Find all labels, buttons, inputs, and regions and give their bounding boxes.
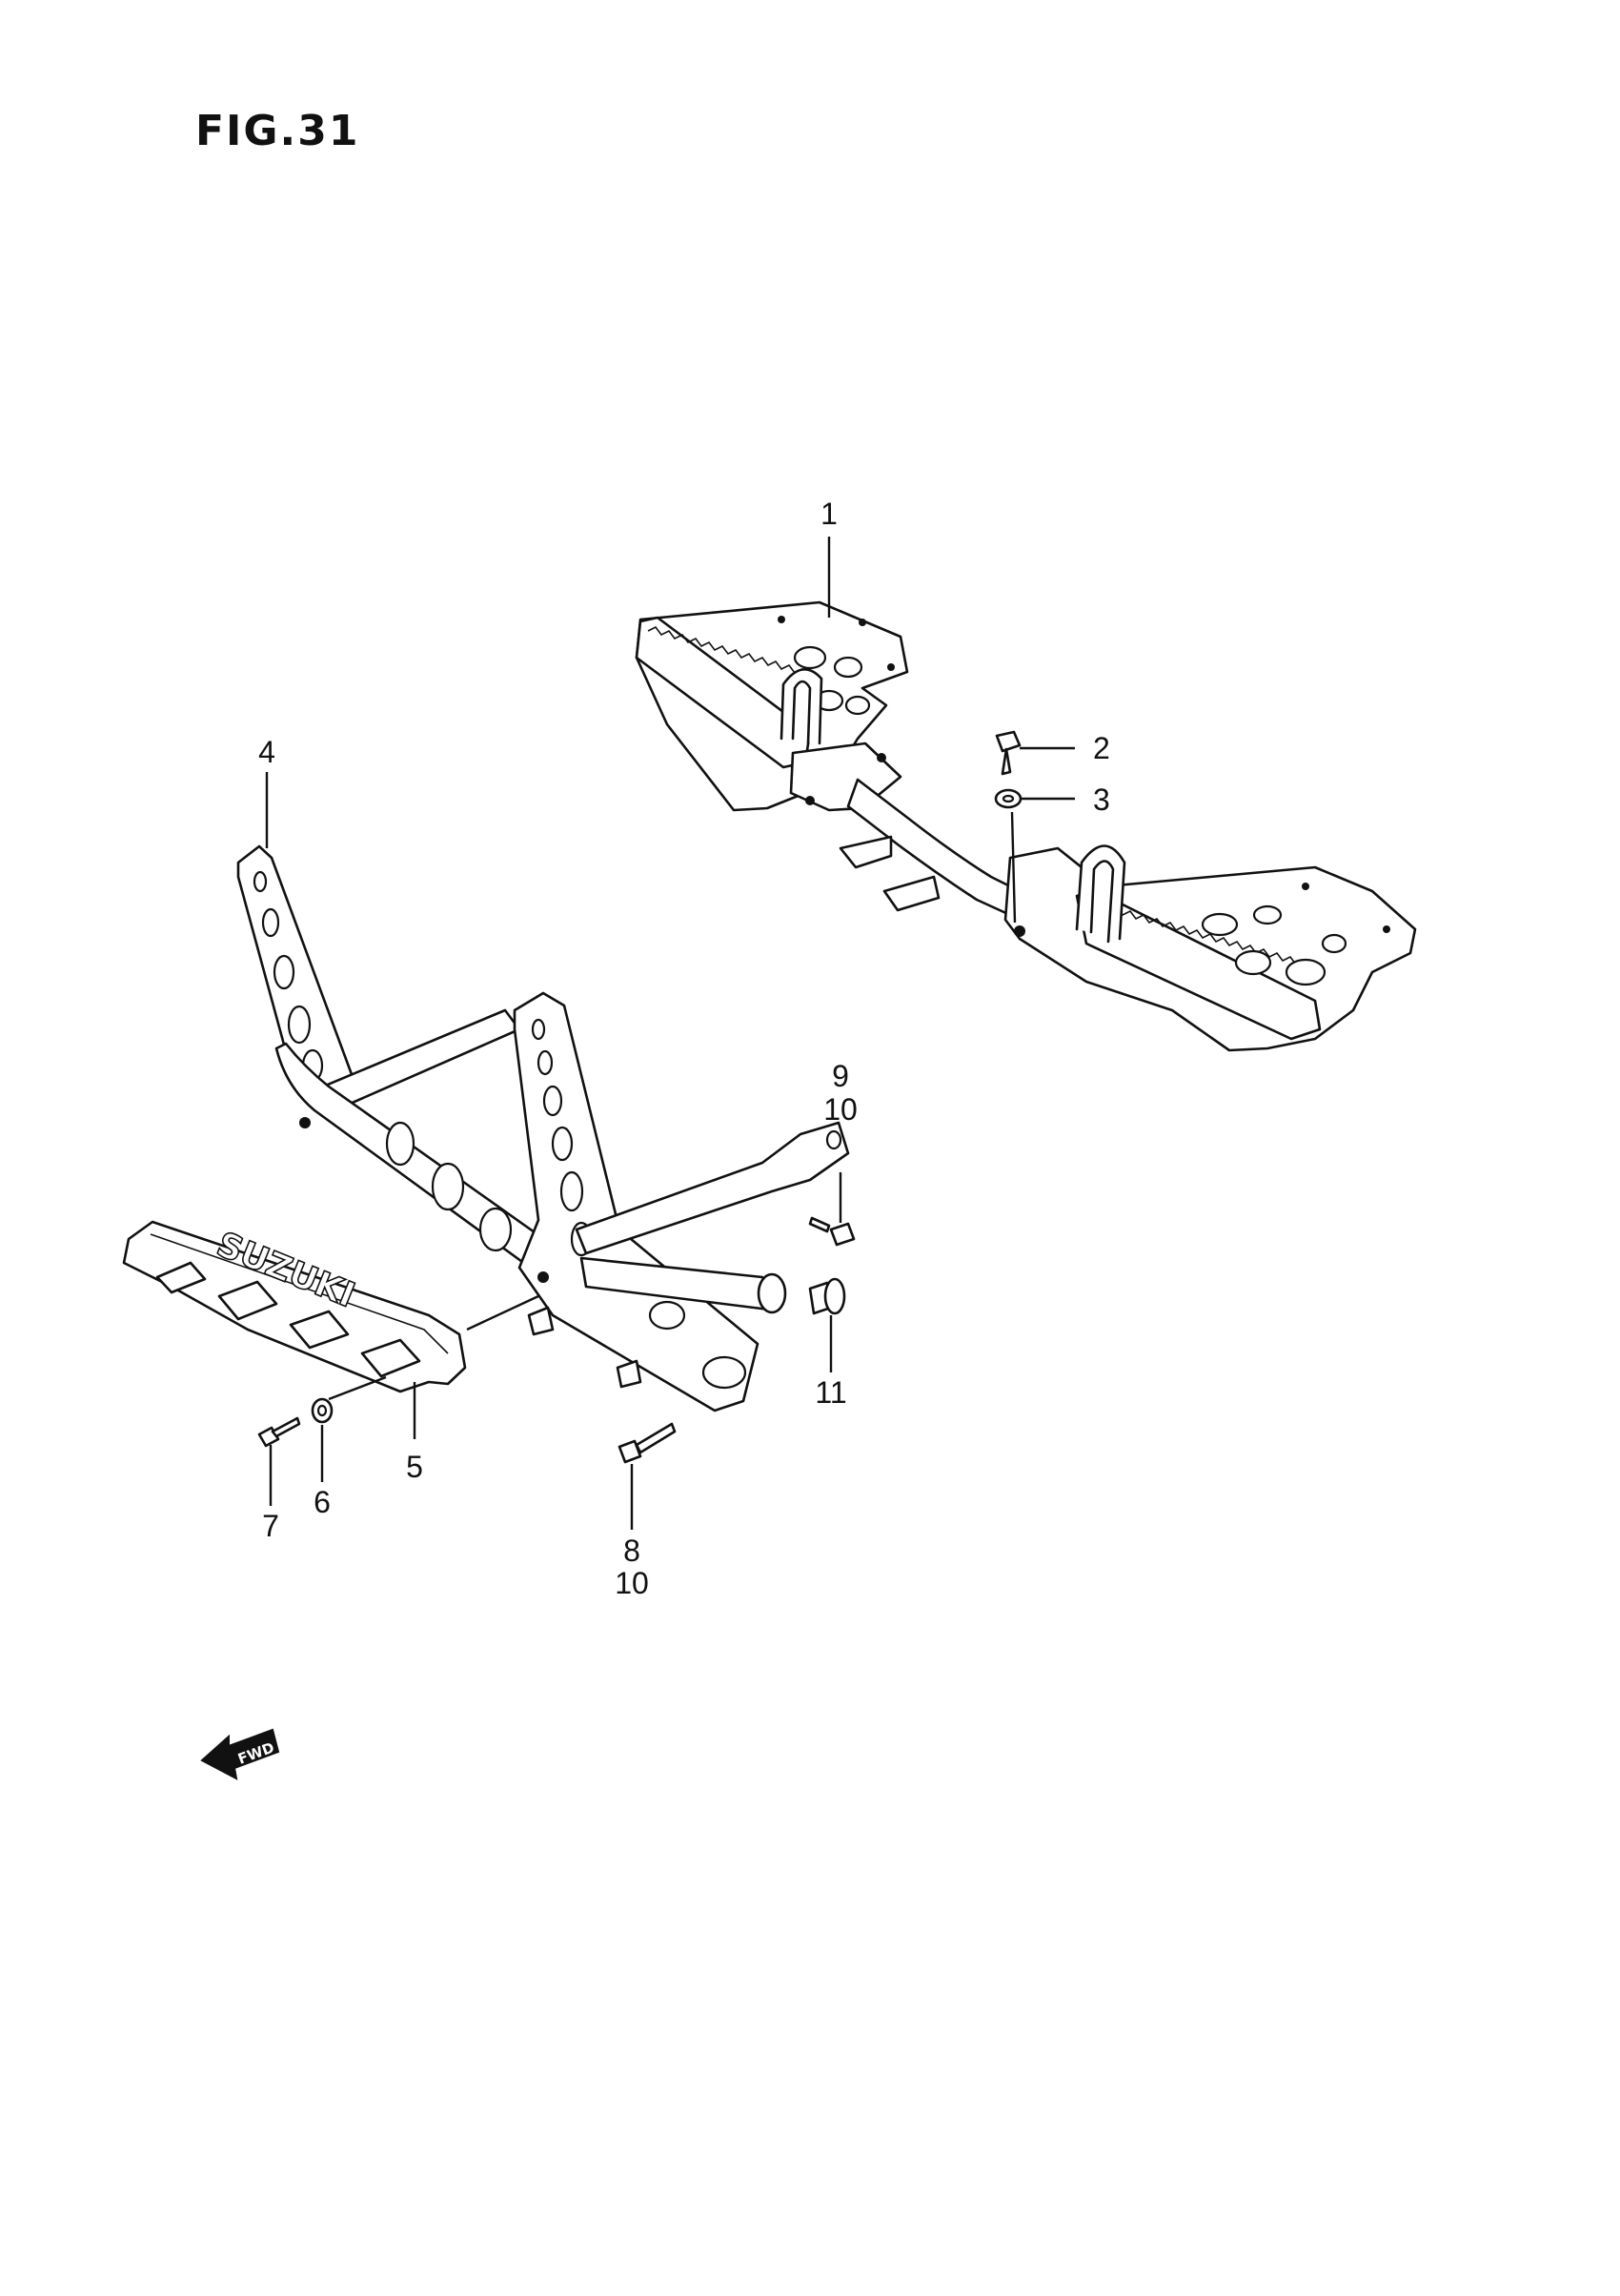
callouts: 1 2 3 4 5 6 7 8 10 9 10 11 xyxy=(258,497,1110,1600)
callout-11: 11 xyxy=(815,1375,846,1410)
washer-part-3 xyxy=(994,788,1023,809)
callout-7: 7 xyxy=(262,1509,279,1543)
footrest-bar-assembly xyxy=(635,600,1417,1052)
bolt-part-2 xyxy=(995,730,1022,776)
plug-part-11 xyxy=(808,1277,846,1315)
callout-6: 6 xyxy=(314,1485,331,1519)
callout-8: 8 xyxy=(623,1534,640,1568)
callout-9: 9 xyxy=(832,1059,849,1093)
callout-1: 1 xyxy=(820,497,838,531)
bolt-part-9 xyxy=(808,1216,856,1247)
bolt-part-8 xyxy=(618,1422,677,1464)
frame-cover: SUZUKI xyxy=(122,1220,467,1393)
step-bar-frame xyxy=(236,844,850,1412)
callout-10-upper: 10 xyxy=(823,1092,858,1127)
callout-3: 3 xyxy=(1093,782,1110,817)
callout-4: 4 xyxy=(258,735,275,769)
figure-title: FIG.31 xyxy=(195,107,360,155)
callout-10-lower: 10 xyxy=(615,1566,649,1600)
screw-part-7 xyxy=(257,1416,301,1448)
nut-part-6 xyxy=(311,1397,334,1424)
callout-5: 5 xyxy=(406,1450,423,1484)
forward-arrow-icon: FWD xyxy=(200,1728,280,1780)
callout-2: 2 xyxy=(1093,731,1110,765)
